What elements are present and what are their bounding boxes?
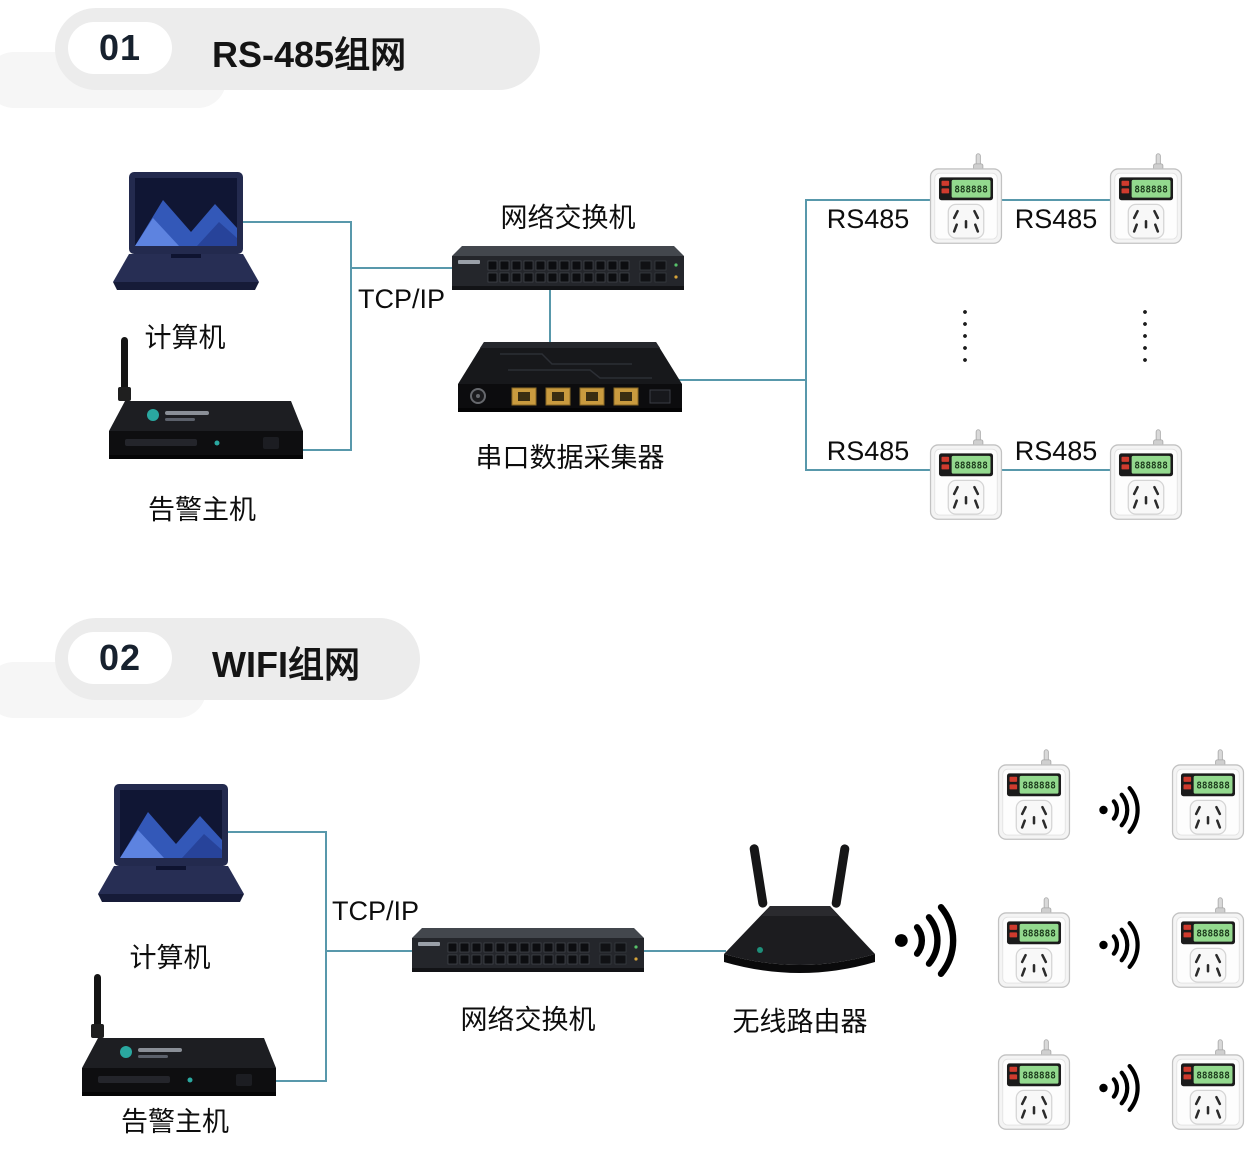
smart-socket-icon	[928, 428, 1004, 521]
computer-label: 计算机	[129, 943, 211, 973]
connector-line	[549, 288, 551, 346]
smart-socket-icon	[996, 896, 1072, 989]
section1-title: RS-485组网	[212, 34, 407, 75]
ellipsis-dots	[1143, 306, 1147, 364]
network-switch-label: 网络交换机	[500, 203, 636, 233]
wifi-signal-icon	[1096, 917, 1152, 973]
connector-line	[222, 831, 327, 833]
connector-line	[676, 379, 807, 381]
smart-socket-icon	[928, 152, 1004, 245]
connector-line	[805, 199, 807, 471]
wifi-signal-icon	[890, 898, 975, 983]
computer-label: 计算机	[144, 323, 226, 353]
connector-line	[325, 831, 327, 1082]
connector-line	[1000, 199, 1112, 201]
wifi-router-label: 无线路由器	[732, 1007, 868, 1037]
alarm-host-label: 告警主机	[148, 495, 256, 525]
connector-line	[1000, 469, 1112, 471]
tcpip-label: TCP/IP	[358, 284, 446, 314]
alarm-host-icon	[95, 335, 310, 480]
smart-socket-icon	[996, 748, 1072, 841]
ellipsis-dots	[963, 306, 967, 364]
smart-socket-icon	[1170, 896, 1246, 989]
wifi-router-icon	[712, 838, 887, 988]
section2-title: WIFI组网	[212, 644, 360, 685]
rs485-label: RS485	[826, 204, 910, 234]
section2-number: 02	[98, 637, 142, 678]
section2-number-badge: 02	[68, 632, 172, 684]
connector-line	[325, 950, 415, 952]
connector-line	[270, 1080, 327, 1082]
network-switch-label: 网络交换机	[460, 1005, 596, 1035]
connector-line	[805, 199, 935, 201]
smart-socket-icon	[1170, 1038, 1246, 1131]
section1-number-badge: 01	[68, 22, 172, 74]
smart-socket-icon	[1108, 428, 1184, 521]
connector-line	[295, 449, 352, 451]
serial-collector-label: 串口数据采集器	[475, 443, 665, 473]
network-switch-icon	[408, 922, 648, 976]
smart-socket-icon	[1170, 748, 1246, 841]
rs485-label: RS485	[826, 436, 910, 466]
serial-collector-icon	[450, 338, 690, 420]
section1-number: 01	[98, 27, 142, 68]
rs485-label: RS485	[1014, 204, 1098, 234]
wifi-signal-icon	[1096, 1060, 1152, 1116]
smart-socket-icon	[1108, 152, 1184, 245]
alarm-host-label: 告警主机	[121, 1107, 229, 1137]
network-switch-icon	[448, 240, 688, 294]
connector-line	[350, 221, 352, 451]
wifi-signal-icon	[1096, 782, 1152, 838]
connector-line	[805, 469, 935, 471]
rs485-label: RS485	[1014, 436, 1098, 466]
connector-line	[640, 950, 726, 952]
connector-line	[235, 221, 350, 223]
tcpip-label: TCP/IP	[332, 896, 420, 926]
alarm-host-icon	[68, 972, 283, 1117]
laptop-icon	[105, 170, 265, 300]
connector-line	[350, 267, 454, 269]
laptop-icon	[90, 782, 250, 912]
smart-socket-icon	[996, 1038, 1072, 1131]
